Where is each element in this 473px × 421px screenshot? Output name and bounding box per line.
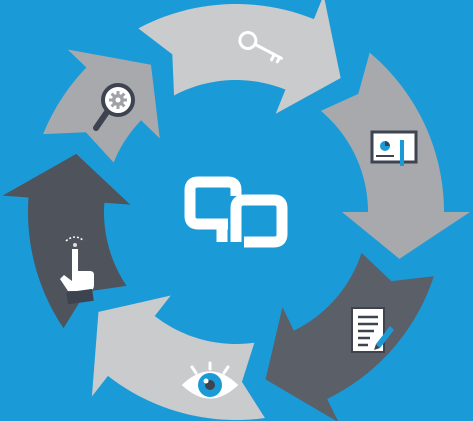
segment-6	[43, 49, 160, 163]
brand-logo	[184, 176, 288, 248]
pointing-hand-icon	[60, 236, 94, 305]
presentation-board-icon	[370, 130, 418, 166]
magnifier-gear-icon	[93, 83, 135, 131]
segment-3	[265, 252, 434, 421]
eye-icon	[181, 361, 239, 399]
document-edit-icon	[351, 307, 394, 353]
key-icon	[238, 30, 283, 64]
segment-1	[138, 0, 341, 114]
